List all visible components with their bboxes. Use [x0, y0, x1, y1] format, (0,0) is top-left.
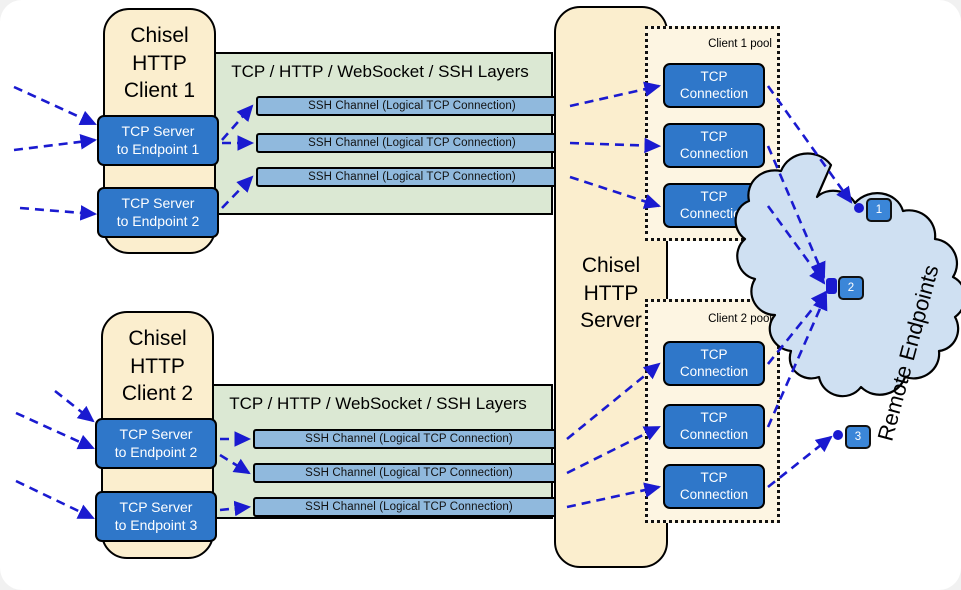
client2-layer-panel	[205, 384, 553, 519]
client2-title: Chisel HTTP Client 2	[101, 325, 214, 408]
client1-server2-line-2: to Endpoint 2	[116, 212, 200, 229]
client1-ssh-channel-2: SSH Channel (Logical TCP Connection)	[256, 133, 568, 153]
client1-title-line-2: HTTP	[132, 51, 187, 75]
client2-server2-line-2: to Endpoint 3	[114, 516, 198, 533]
client2-server2-line-1: TCP Server	[119, 499, 193, 516]
client1-server2-line-1: TCP Server	[121, 195, 195, 212]
client1-tcp-server-endpoint-2[interactable]: TCP Server to Endpoint 2	[97, 187, 219, 238]
inbound-arrow-c1-3	[19, 205, 98, 221]
client2-ssh-channel-2: SSH Channel (Logical TCP Connection)	[253, 463, 565, 483]
endpoint-1-connector	[854, 203, 864, 213]
client2-ssh-channel-3: SSH Channel (Logical TCP Connection)	[253, 497, 565, 517]
server-title: Chisel HTTP Server	[554, 252, 668, 335]
client1-title: Chisel HTTP Client 1	[103, 22, 216, 105]
client2-title-line-2: HTTP	[130, 354, 185, 378]
pool2-conn3-line-1: TCP	[700, 470, 728, 486]
pool1-conn3-line-2: Connection	[679, 205, 749, 221]
endpoint-3[interactable]: 3	[845, 425, 871, 449]
pool1-tcp-connection-2[interactable]: TCP Connection	[663, 123, 765, 168]
client2-tcp-server-endpoint-3[interactable]: TCP Server to Endpoint 3	[95, 491, 217, 542]
pool2-conn2-line-1: TCP	[700, 410, 728, 426]
inbound-arrow-c2-1	[54, 389, 95, 423]
inbound-arrow-c1-1	[13, 85, 97, 126]
client2-layer-title: TCP / HTTP / WebSocket / SSH Layers	[229, 394, 527, 413]
client-1-pool-label: Client 1 pool	[708, 38, 772, 50]
pool1-conn2-line-2: Connection	[679, 145, 749, 161]
endpoint-2-connector	[826, 278, 837, 294]
pool2-conn1-line-2: Connection	[679, 363, 749, 379]
endpoint-1[interactable]: 1	[866, 198, 892, 222]
endpoint-2[interactable]: 2	[838, 276, 864, 300]
pool2-conn1-line-1: TCP	[700, 347, 728, 363]
pool1-conn3-line-1: TCP	[700, 189, 728, 205]
pool1-tcp-connection-1[interactable]: TCP Connection	[663, 63, 765, 108]
client-2-pool-label: Client 2 pool	[708, 313, 772, 325]
inbound-arrow-c2-3	[15, 479, 95, 520]
server-title-line-2: HTTP	[583, 281, 639, 305]
client1-tcp-server-endpoint-1[interactable]: TCP Server to Endpoint 1	[97, 115, 219, 166]
client2-server1-line-1: TCP Server	[119, 426, 193, 443]
client1-layer-title: TCP / HTTP / WebSocket / SSH Layers	[231, 62, 529, 81]
pool1-tcp-connection-3[interactable]: TCP Connection	[663, 183, 765, 228]
client1-title-line-1: Chisel	[130, 24, 189, 47]
client1-server1-line-2: to Endpoint 1	[116, 140, 200, 157]
pool2-tcp-connection-1[interactable]: TCP Connection	[663, 341, 765, 386]
inbound-arrow-c1-2	[13, 134, 98, 152]
server-title-line-1: Chisel	[581, 254, 641, 277]
pool2-conn3-line-2: Connection	[679, 486, 749, 502]
inbound-arrow-c2-2	[15, 411, 95, 450]
pool2-tcp-connection-2[interactable]: TCP Connection	[663, 404, 765, 449]
endpoint-3-id: 3	[854, 431, 862, 443]
client1-server1-line-1: TCP Server	[121, 123, 195, 140]
pool1-conn1-line-2: Connection	[679, 85, 749, 101]
pool1-conn2-line-1: TCP	[700, 129, 728, 145]
client2-tcp-server-endpoint-2[interactable]: TCP Server to Endpoint 2	[95, 418, 217, 469]
client2-server1-line-2: to Endpoint 2	[114, 443, 198, 460]
pool2-conn2-line-2: Connection	[679, 426, 749, 442]
pool1-conn1-line-1: TCP	[700, 69, 728, 85]
endpoint-2-id: 2	[847, 282, 855, 294]
endpoint-3-connector	[833, 430, 843, 440]
client1-ssh-channel-3: SSH Channel (Logical TCP Connection)	[256, 167, 568, 187]
client2-title-line-3: Client 2	[121, 382, 194, 406]
pool1-conn1-to-endpoint1	[766, 85, 853, 204]
server-title-line-3: Server	[580, 309, 642, 333]
client1-ssh-channel-1: SSH Channel (Logical TCP Connection)	[256, 96, 568, 116]
pool2-tcp-connection-3[interactable]: TCP Connection	[663, 464, 765, 509]
client2-title-line-1: Chisel	[128, 327, 187, 350]
endpoint-1-id: 1	[875, 204, 883, 216]
client1-title-line-3: Client 1	[123, 79, 196, 103]
client2-ssh-channel-1: SSH Channel (Logical TCP Connection)	[253, 429, 565, 449]
remote-endpoints-label: Remote Endpoints	[872, 262, 944, 444]
